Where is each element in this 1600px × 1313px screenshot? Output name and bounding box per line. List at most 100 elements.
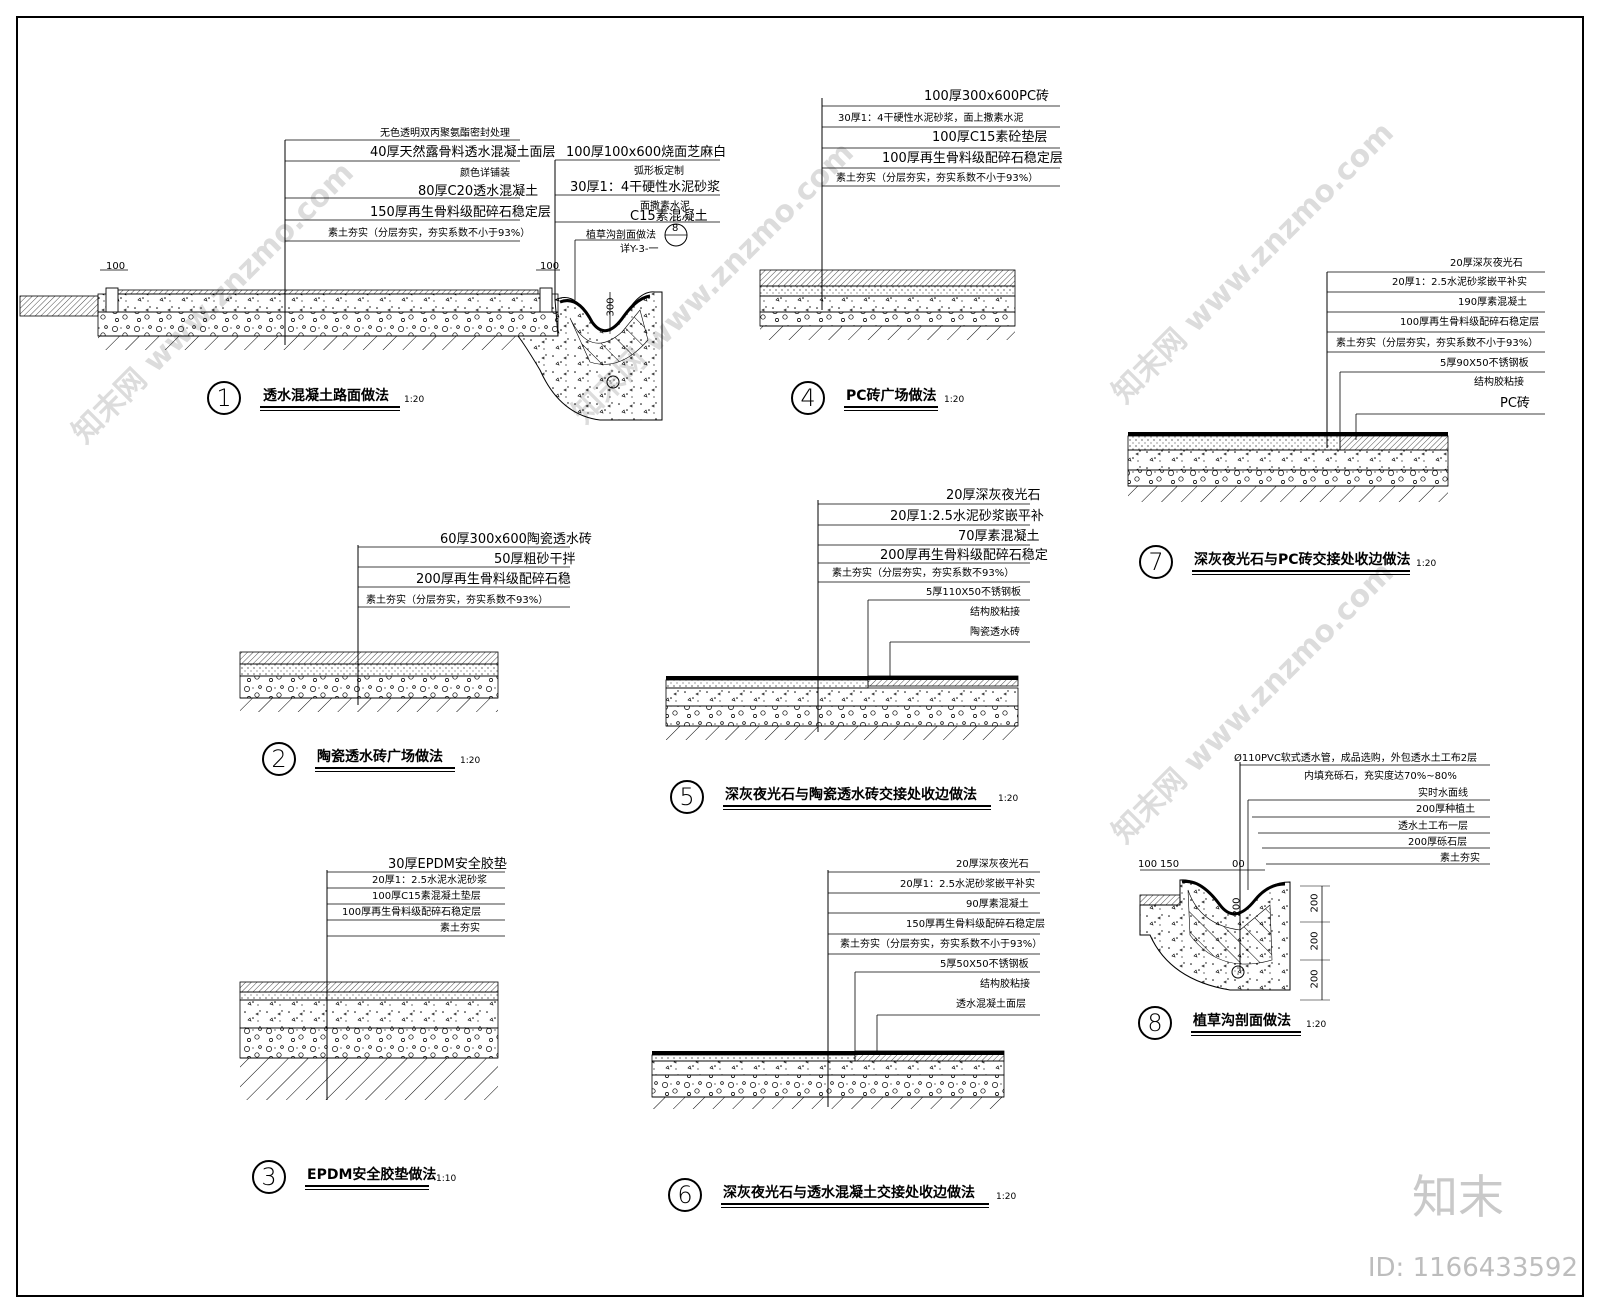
- detail-3-note: 20厚1：2.5水泥水泥砂浆: [372, 875, 487, 886]
- detail-6-note: 素土夯实（分层夯实，夯实系数不小于93%）: [840, 939, 1043, 950]
- detail-1-note: 80厚C20透水混凝土: [418, 184, 539, 199]
- detail-6-note: 5厚50X50不锈钢板: [940, 959, 1029, 970]
- detail-4-note: 30厚1：4干硬性水泥砂浆，面上撒素水泥: [838, 113, 1024, 124]
- dimension-label: 150: [1160, 859, 1180, 870]
- title-underline: [723, 805, 991, 810]
- dimension-label: 200: [1309, 931, 1321, 951]
- detail-5-note: 结构胶粘接: [970, 607, 1020, 618]
- detail-7-note: 190厚素混凝土: [1458, 297, 1528, 308]
- detail-2-title: 陶瓷透水砖广场做法: [317, 749, 443, 765]
- detail-7-note: 结构胶粘接: [1474, 377, 1524, 388]
- detail-4-note: 100厚再生骨料级配碎石稳定层: [882, 151, 1063, 166]
- title-underline: [260, 406, 400, 411]
- detail-7-note: 100厚再生骨料级配碎石稳定层: [1400, 317, 1540, 328]
- detail-6-note: 150厚再生骨料级配碎石稳定层: [906, 919, 1046, 930]
- dimension-label: 200: [1309, 969, 1321, 989]
- detail-3-title: EPDM安全胶垫做法: [307, 1167, 437, 1183]
- dimension-label: 100: [106, 261, 126, 272]
- detail-6-note: 90厚素混凝土: [966, 899, 1029, 910]
- detail-2-number: 2: [262, 742, 296, 776]
- detail-8-drawing: [1139, 762, 1490, 1001]
- detail-6-note: 透水混凝土面层: [956, 999, 1026, 1010]
- detail-1-note: 150厚再生骨料级配碎石稳定层: [370, 205, 551, 220]
- dimension-label: 100: [1138, 859, 1158, 870]
- dimension-label: 200: [1309, 893, 1321, 913]
- detail-2-note: 素土夯实（分层夯实，夯实系数不93%）: [366, 595, 549, 606]
- detail-2-note: 200厚再生骨料级配碎石稳: [416, 572, 571, 587]
- detail-8-number: 8: [1138, 1006, 1172, 1040]
- detail-6-note: 20厚1：2.5水泥砂浆嵌平补实: [900, 879, 1035, 890]
- detail-5-note: 素土夯实（分层夯实，夯实系数不93%）: [832, 568, 1015, 579]
- detail-8-note: Ø110PVC软式透水管，成品选购，外包透水土工布2层: [1234, 753, 1478, 764]
- detail-1-note-b: 植草沟剖面做法: [586, 230, 656, 241]
- dimension-label: 00: [1232, 859, 1245, 870]
- detail-6-drawing: [651, 870, 1040, 1109]
- detail-1-note-b: 100厚100x600烧面芝麻白: [566, 145, 727, 160]
- detail-3-scale: 1:10: [436, 1174, 457, 1184]
- detail-ref-number: 8: [672, 223, 679, 234]
- dimension-label: 300: [605, 297, 617, 317]
- detail-ref-sheet: 详Y-3-一: [620, 244, 659, 255]
- image-id: ID: 1166433592: [1367, 1253, 1578, 1283]
- detail-8-note: 实时水面线: [1418, 788, 1468, 799]
- detail-4-note: 100厚300x600PC砖: [924, 89, 1050, 104]
- detail-5-note: 70厚素混凝土: [958, 529, 1040, 544]
- detail-5-note: 200厚再生骨料级配碎石稳定: [880, 548, 1048, 563]
- detail-6-title: 深灰夜光石与透水混凝土交接处收边做法: [723, 1185, 975, 1201]
- detail-1-title: 透水混凝土路面做法: [263, 388, 389, 404]
- detail-3-drawing: [239, 870, 505, 1100]
- detail-4-note: 100厚C15素砼垫层: [932, 130, 1048, 145]
- detail-2-drawing: [239, 545, 570, 712]
- detail-1-note: 素土夯实（分层夯实，夯实系数不小于93%）: [328, 228, 531, 239]
- title-underline: [844, 406, 938, 411]
- detail-6-note: 结构胶粘接: [980, 979, 1030, 990]
- detail-8-note: 200厚砾石层: [1408, 837, 1468, 848]
- detail-4-title: PC砖广场做法: [846, 388, 937, 404]
- detail-3-note: 30厚EPDM安全胶垫: [388, 857, 507, 872]
- detail-2-scale: 1:20: [460, 756, 481, 766]
- detail-5-note: 陶瓷透水砖: [970, 627, 1020, 638]
- detail-5-note: 20厚1:2.5水泥砂浆嵌平补: [890, 509, 1044, 524]
- title-underline: [305, 1185, 429, 1190]
- detail-7-note: 20厚1：2.5水泥砂浆嵌平补实: [1392, 277, 1527, 288]
- detail-8-scale: 1:20: [1306, 1020, 1327, 1030]
- title-underline: [315, 767, 455, 772]
- detail-1-note-b: 面撒素水泥: [640, 201, 690, 212]
- detail-3-note: 素土夯实: [440, 923, 480, 934]
- detail-7-note: PC砖: [1500, 396, 1530, 411]
- detail-2-note: 50厚粗砂干拌: [494, 552, 576, 567]
- detail-1-drawing: [19, 139, 720, 421]
- detail-3-note: 100厚C15素混凝土垫层: [372, 891, 481, 902]
- detail-5-scale: 1:20: [998, 794, 1019, 804]
- detail-1-scale: 1:20: [404, 395, 425, 405]
- detail-7-note: 素土夯实（分层夯实，夯实系数不小于93%）: [1336, 338, 1539, 349]
- detail-1-number: 1: [207, 381, 241, 415]
- detail-1-note-b: 弧形板定制: [634, 166, 684, 177]
- detail-2-note: 60厚300x600陶瓷透水砖: [440, 532, 592, 547]
- detail-5-note: 20厚深灰夜光石: [946, 488, 1041, 503]
- detail-3-number: 3: [252, 1160, 286, 1194]
- detail-5-drawing: [665, 500, 1030, 740]
- detail-8-note: 素土夯实: [1440, 853, 1480, 864]
- drawing-frame: [16, 16, 1584, 1297]
- detail-8-note: 透水土工布一层: [1398, 821, 1468, 832]
- detail-5-note: 5厚110X50不锈钢板: [926, 587, 1022, 598]
- title-underline: [1191, 1031, 1301, 1036]
- detail-7-note: 5厚90X50不锈钢板: [1440, 358, 1529, 369]
- detail-4-note: 素土夯实（分层夯实，夯实系数不小于93%）: [836, 173, 1039, 184]
- detail-7-title: 深灰夜光石与PC砖交接处收边做法: [1194, 552, 1411, 568]
- dimension-label: 200: [1231, 897, 1243, 917]
- detail-5-title: 深灰夜光石与陶瓷透水砖交接处收边做法: [725, 787, 977, 803]
- detail-3-note: 100厚再生骨料级配碎石稳定层: [342, 907, 482, 918]
- detail-1-note: 40厚天然露骨料透水混凝土面层: [370, 145, 556, 160]
- detail-7-number: 7: [1139, 545, 1173, 579]
- detail-8-title: 植草沟剖面做法: [1193, 1013, 1291, 1029]
- detail-1-note-b: 30厚1：4干硬性水泥砂浆: [570, 180, 721, 195]
- detail-8-note: 内填充砾石，充实度达70%~80%: [1304, 771, 1457, 782]
- detail-1-note-b: C15素混凝土: [630, 209, 708, 224]
- title-underline: [721, 1203, 989, 1208]
- detail-1-note: 无色透明双丙聚氨酯密封处理: [380, 128, 510, 139]
- detail-7-scale: 1:20: [1416, 559, 1437, 569]
